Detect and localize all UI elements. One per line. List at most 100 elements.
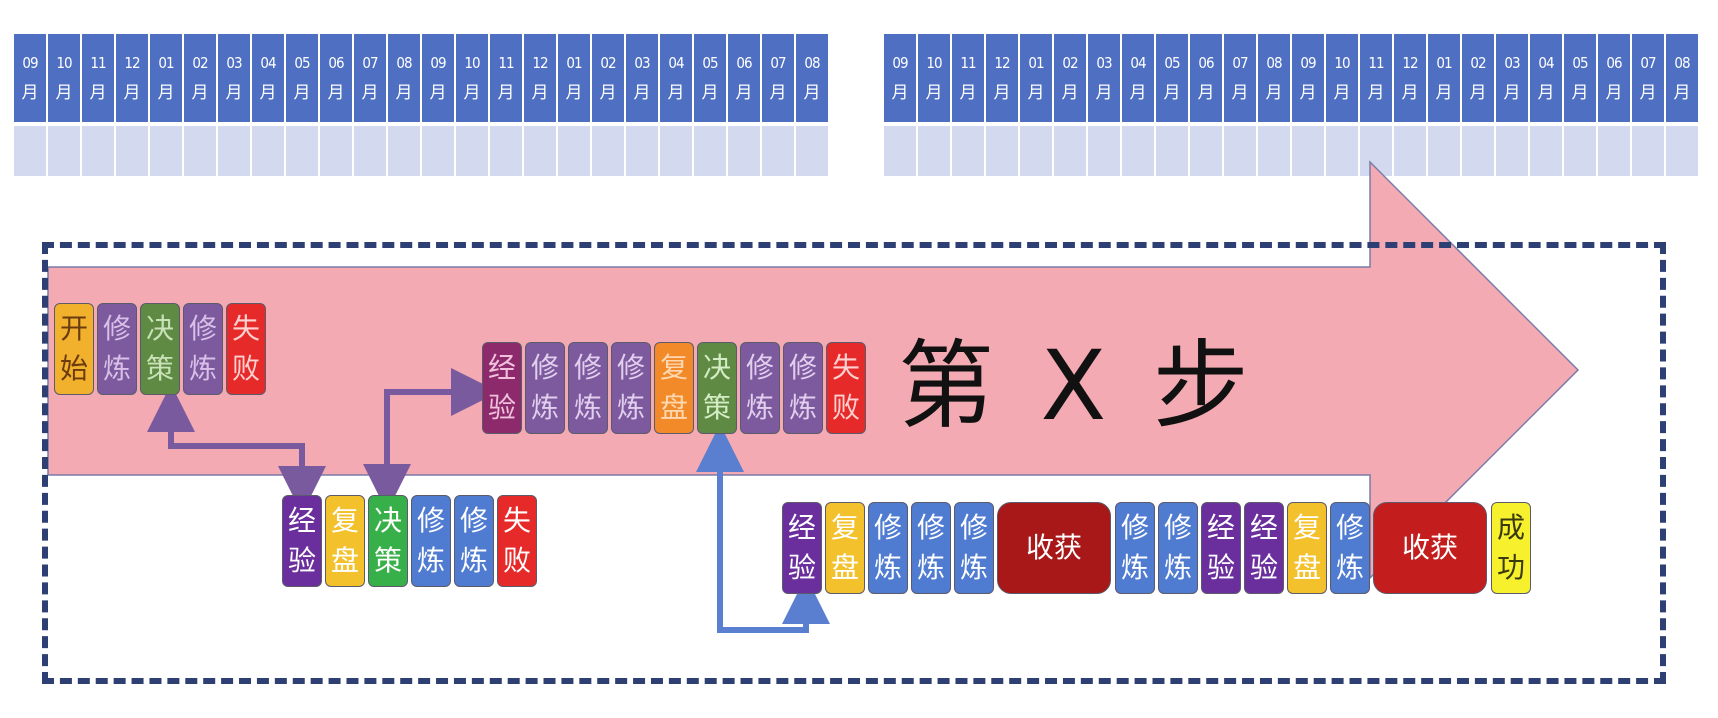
month-unit: 月 <box>259 83 277 103</box>
month-unit: 月 <box>1027 83 1045 103</box>
month-unit: 月 <box>1673 83 1691 103</box>
block-label-line2: 验 <box>1206 551 1235 584</box>
month-number: 01 <box>1028 54 1044 72</box>
process-block: 修炼 <box>1330 502 1370 594</box>
month-unit: 月 <box>891 83 909 103</box>
month-unit: 月 <box>1265 83 1283 103</box>
block-label-line2: 炼 <box>873 551 902 584</box>
month-unit: 月 <box>1605 83 1623 103</box>
timeline-empty-cell <box>1190 126 1222 176</box>
block-label-line1: 决 <box>373 504 402 537</box>
block-label-line2: 炼 <box>1120 551 1149 584</box>
timeline-empty-cell <box>1394 126 1426 176</box>
block-label-line1: 失 <box>502 504 531 537</box>
month-unit: 月 <box>1571 83 1589 103</box>
month-number: 11 <box>90 54 106 72</box>
month-unit: 月 <box>429 83 447 103</box>
timeline-empty-cell <box>592 126 624 176</box>
block-label-line1: 经 <box>1206 511 1235 544</box>
month-number: 12 <box>532 54 548 72</box>
timeline-column: 01 月 <box>1020 34 1052 180</box>
month-unit: 月 <box>633 83 651 103</box>
timeline-empty-cell <box>796 126 828 176</box>
dashed-frame <box>42 242 1666 684</box>
process-block: 决策 <box>368 495 408 587</box>
block-label-line2: 败 <box>831 391 860 424</box>
timeline-empty-cell <box>558 126 590 176</box>
month-number: 09 <box>892 54 908 72</box>
month-number: 12 <box>124 54 140 72</box>
process-block: 经验 <box>1244 502 1284 594</box>
block-label-line2: 炼 <box>530 391 559 424</box>
process-block: 修炼 <box>1158 502 1198 594</box>
process-block: 复盘 <box>825 502 865 594</box>
timeline-empty-cell <box>884 126 916 176</box>
month-unit: 月 <box>55 83 73 103</box>
timeline-column: 12 月 <box>524 34 556 180</box>
timeline-empty-cell <box>694 126 726 176</box>
month-unit: 月 <box>1231 83 1249 103</box>
month-unit: 月 <box>1299 83 1317 103</box>
month-unit: 月 <box>191 83 209 103</box>
month-unit: 月 <box>531 83 549 103</box>
month-unit: 月 <box>395 83 413 103</box>
block-label-line2: 败 <box>502 544 531 577</box>
process-block: 经验 <box>282 495 322 587</box>
month-number: 02 <box>1470 54 1486 72</box>
timeline-empty-cell <box>1530 126 1562 176</box>
process-block: 修炼 <box>97 303 137 395</box>
timeline-empty-cell <box>82 126 114 176</box>
block-label-line2: 炼 <box>788 391 817 424</box>
month-number: 03 <box>1504 54 1520 72</box>
block-label-line1: 复 <box>830 511 859 544</box>
timeline-empty-cell <box>14 126 46 176</box>
block-label-line2: 策 <box>702 391 731 424</box>
month-unit: 月 <box>361 83 379 103</box>
block-label-line2: 炼 <box>1335 551 1364 584</box>
month-unit: 月 <box>1401 83 1419 103</box>
month-unit: 月 <box>21 83 39 103</box>
connector-row1-row2 <box>147 384 326 514</box>
block-label-line1: 修 <box>616 351 645 384</box>
timeline-empty-cell <box>252 126 284 176</box>
month-unit: 月 <box>225 83 243 103</box>
block-label-line2: 炼 <box>102 352 131 385</box>
timeline-empty-cell <box>1292 126 1324 176</box>
timeline-empty-cell <box>918 126 950 176</box>
timeline-empty-cell <box>1088 126 1120 176</box>
process-block: 修炼 <box>568 342 608 434</box>
block-label-line2: 炼 <box>188 352 217 385</box>
month-number: 12 <box>994 54 1010 72</box>
process-block: 开始 <box>54 303 94 395</box>
month-number: 01 <box>566 54 582 72</box>
timeline-empty-cell <box>1258 126 1290 176</box>
timeline-empty-cell <box>490 126 522 176</box>
block-label-line2: 盘 <box>1292 551 1321 584</box>
block-label-line2: 炼 <box>959 551 988 584</box>
block-label-line1: 修 <box>188 312 217 345</box>
